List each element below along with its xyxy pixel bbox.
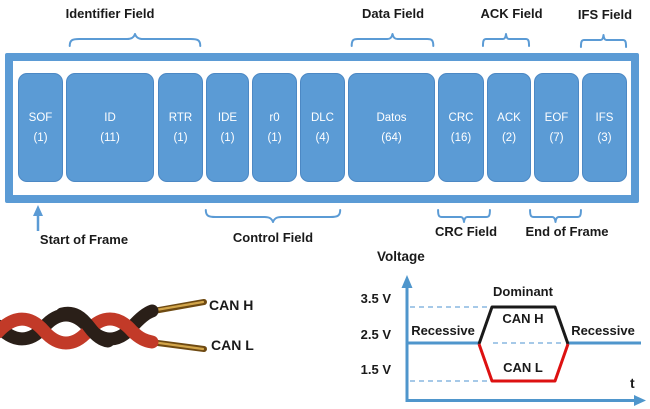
- block-name: ACK: [497, 111, 521, 124]
- block-bits: (16): [450, 131, 472, 144]
- crc-field-brace: [437, 209, 491, 223]
- frame-block-crc: CRC (16): [438, 73, 484, 182]
- control-field-brace: [203, 209, 343, 223]
- block-bits: (1): [173, 131, 188, 144]
- end-of-frame-brace: [529, 209, 582, 223]
- frame-block-datos: Datos (64): [348, 73, 435, 182]
- recessive-left-label: Recessive: [411, 323, 475, 338]
- block-bits: (64): [381, 131, 402, 144]
- block-bits: (7): [549, 131, 564, 144]
- block-name: EOF: [544, 111, 569, 124]
- y-axis-arrowhead: [401, 275, 413, 288]
- ack-field-brace: [482, 33, 530, 47]
- block-name: IFS: [595, 111, 614, 124]
- voltage-gridlines: [410, 306, 564, 382]
- block-name: Datos: [376, 111, 407, 124]
- identifier-field-label: Identifier Field: [65, 6, 155, 21]
- twisted-pair-wire-image: [0, 299, 207, 352]
- voltage-axis-title: Voltage: [377, 249, 425, 264]
- ifs-field-brace: [580, 34, 627, 48]
- chart-can-l-label: CAN L: [503, 360, 543, 375]
- frame-block-sof: SOF (1): [18, 73, 63, 182]
- block-bits: (1): [33, 131, 48, 144]
- frame-block-dlc: DLC (4): [300, 73, 345, 182]
- ytick-1-5v: 1.5 V: [360, 362, 391, 377]
- block-name: IDE: [217, 111, 238, 124]
- block-bits: (2): [501, 131, 517, 144]
- identifier-field-brace: [67, 33, 203, 47]
- data-field-label: Data Field: [361, 6, 425, 21]
- frame-block-ifs: IFS (3): [582, 73, 627, 182]
- block-bits: (1): [267, 131, 282, 144]
- can-l-trace: [477, 343, 570, 383]
- end-of-frame-label: End of Frame: [525, 224, 609, 239]
- x-axis-arrowhead: [634, 395, 646, 406]
- ack-field-label: ACK Field: [480, 6, 543, 21]
- block-name: SOF: [28, 111, 53, 124]
- frame-block-eof: EOF (7): [534, 73, 579, 182]
- start-of-frame-label: Start of Frame: [39, 232, 129, 247]
- time-axis-label: t: [630, 375, 635, 391]
- ytick-2-5v: 2.5 V: [360, 327, 391, 342]
- block-name: DLC: [310, 111, 334, 124]
- frame-block-rtr: RTR (1): [158, 73, 203, 182]
- frame-block-r0: r0 (1): [252, 73, 297, 182]
- block-name: CRC: [448, 111, 474, 124]
- recessive-right-label: Recessive: [571, 323, 635, 338]
- voltage-chart: [401, 275, 646, 406]
- block-bits: (11): [100, 131, 120, 144]
- wire-can-l-label: CAN L: [211, 337, 254, 353]
- ytick-3-5v: 3.5 V: [360, 291, 391, 306]
- frame-block-ide: IDE (1): [206, 73, 249, 182]
- block-name: RTR: [168, 111, 193, 124]
- ifs-field-label: IFS Field: [577, 7, 633, 22]
- frame-block-ack: ACK (2): [487, 73, 531, 182]
- chart-can-h-label: CAN H: [502, 311, 544, 326]
- can-h-trace: [477, 305, 570, 345]
- block-name: r0: [269, 111, 280, 124]
- block-bits: (4): [315, 131, 330, 144]
- wire-black-overlap: [55, 306, 115, 348]
- wire-can-h-label: CAN H: [209, 297, 254, 313]
- block-bits: (1): [220, 131, 235, 144]
- frame-block-id: ID (11): [66, 73, 154, 182]
- dominant-label: Dominant: [493, 284, 553, 299]
- block-name: ID: [104, 111, 116, 124]
- block-bits: (3): [597, 131, 612, 144]
- start-of-frame-arrow-icon: [33, 205, 43, 231]
- data-field-brace: [350, 33, 435, 47]
- control-field-label: Control Field: [232, 230, 314, 245]
- crc-field-label: CRC Field: [434, 224, 498, 239]
